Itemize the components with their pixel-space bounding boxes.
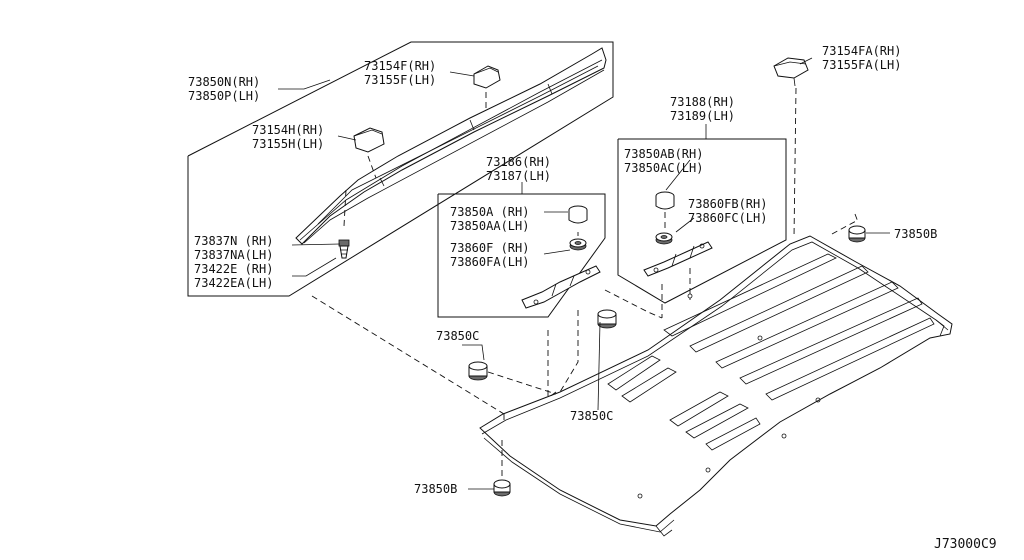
label-clip-right: 73850B (894, 227, 937, 241)
label-fasteners-left: 73837N (RH) 73837NA(LH) 73422E (RH) 7342… (194, 234, 273, 290)
svg-text:73188(RH): 73188(RH) (670, 95, 735, 109)
label-clip-bottom: 73850B (414, 482, 457, 496)
svg-text:73837NA(LH): 73837NA(LH) (194, 248, 273, 262)
label-bracket-left: 73186(RH) 73187(LH) (486, 155, 551, 183)
svg-text:73850N(RH): 73850N(RH) (188, 75, 260, 89)
rail-cover-rear-part (353, 127, 385, 179)
roof-panel (479, 235, 953, 537)
svg-text:73422EA(LH): 73422EA(LH) (194, 276, 273, 290)
svg-text:73850P(LH): 73850P(LH) (188, 89, 260, 103)
svg-text:73850AC(LH): 73850AC(LH) (624, 161, 703, 175)
svg-text:73860F (RH): 73860F (RH) (450, 241, 529, 255)
svg-text:73154FA(RH): 73154FA(RH) (822, 44, 901, 58)
diagram-code: J73000C9 (934, 537, 997, 552)
assembly-lines (311, 87, 859, 478)
roof-rail-molding (295, 47, 607, 245)
leader-lines (278, 57, 890, 490)
label-grommet-left: 73850C (436, 329, 479, 343)
label-rail-cover-rear: 73154H(RH) 73155H(LH) (252, 123, 324, 151)
svg-text:73187(LH): 73187(LH) (486, 169, 551, 183)
bracket-left-parts-art (521, 205, 601, 309)
svg-text:73850AB(RH): 73850AB(RH) (624, 147, 703, 161)
svg-text:73155H(LH): 73155H(LH) (252, 137, 324, 151)
svg-text:73155F(LH): 73155F(LH) (364, 73, 436, 87)
svg-text:73189(LH): 73189(LH) (670, 109, 735, 123)
label-bracket-right-parts: 73850AB(RH) 73850AC(LH) 73860FB(RH) 7386… (624, 147, 767, 225)
bracket-right-frame (617, 138, 787, 304)
svg-text:73837N (RH): 73837N (RH) (194, 234, 273, 248)
svg-text:73860FC(LH): 73860FC(LH) (688, 211, 767, 225)
grommet-center-part (597, 309, 617, 329)
bracket-right-parts-art (643, 191, 713, 277)
label-bracket-right: 73188(RH) 73189(LH) (670, 95, 735, 123)
end-cap-part (773, 57, 809, 87)
svg-text:73186(RH): 73186(RH) (486, 155, 551, 169)
svg-text:73154H(RH): 73154H(RH) (252, 123, 324, 137)
svg-text:73422E (RH): 73422E (RH) (194, 262, 273, 276)
svg-text:73155FA(LH): 73155FA(LH) (822, 58, 901, 72)
label-end-cap: 73154FA(RH) 73155FA(LH) (822, 44, 901, 72)
svg-text:73154F(RH): 73154F(RH) (364, 59, 436, 73)
svg-text:73860FB(RH): 73860FB(RH) (688, 197, 767, 211)
rail-cover-front-part (473, 65, 501, 110)
clip-bottom-part (493, 479, 511, 497)
svg-text:73850A (RH): 73850A (RH) (450, 205, 529, 219)
label-rail-molding: 73850N(RH) 73850P(LH) (188, 75, 260, 103)
label-grommet-center: 73850C (570, 409, 613, 423)
clip-right-part (848, 225, 866, 243)
label-bracket-left-parts: 73850A (RH) 73850AA(LH) 73860F (RH) 7386… (450, 205, 529, 269)
rail-stud-fastener (338, 189, 350, 259)
grommet-left-part (468, 361, 488, 381)
svg-text:73850AA(LH): 73850AA(LH) (450, 219, 529, 233)
label-rail-cover-front: 73154F(RH) 73155F(LH) (364, 59, 436, 87)
svg-text:73860FA(LH): 73860FA(LH) (450, 255, 529, 269)
rail-assembly-frame (187, 41, 614, 297)
